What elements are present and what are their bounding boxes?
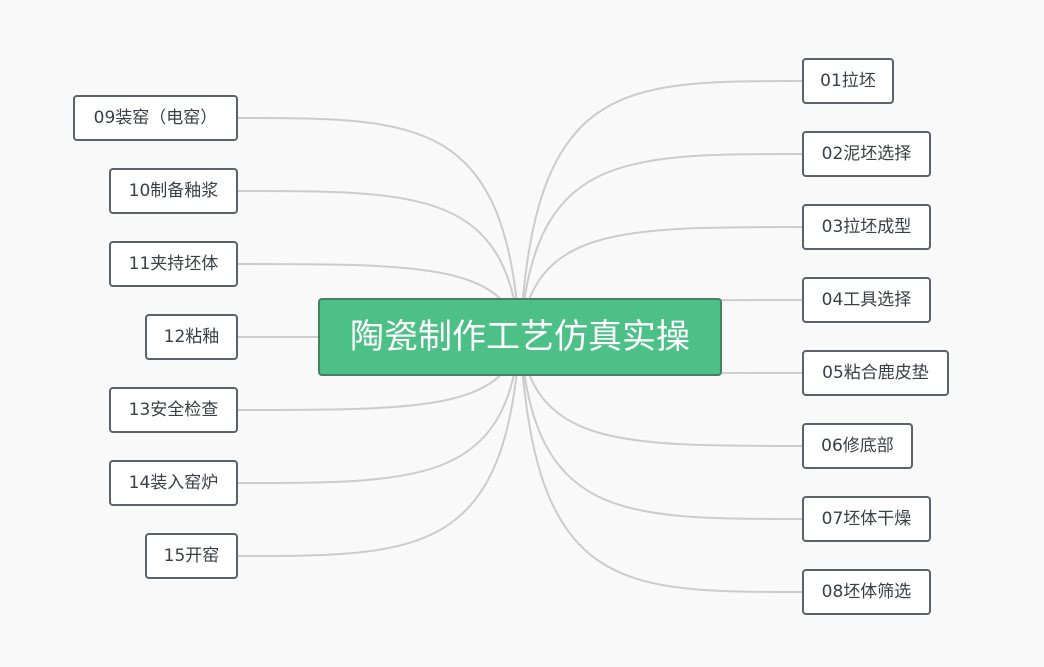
connector-right-1: [519, 80, 803, 338]
topic-11[interactable]: 11夹持坯体: [109, 241, 238, 287]
topic-08[interactable]: 08坯体筛选: [802, 569, 931, 615]
connector-left-2: [237, 190, 521, 338]
topic-02[interactable]: 02泥坯选择: [802, 131, 931, 177]
topic-06[interactable]: 06修底部: [802, 423, 913, 469]
topic-07[interactable]: 07坯体干燥: [802, 496, 931, 542]
topic-04[interactable]: 04工具选择: [802, 277, 931, 323]
topic-12[interactable]: 12粘釉: [145, 314, 238, 360]
connector-left-1: [237, 117, 521, 338]
topic-01[interactable]: 01拉坯: [802, 58, 894, 104]
topic-15[interactable]: 15开窑: [145, 533, 238, 579]
topic-03[interactable]: 03拉坯成型: [802, 204, 931, 250]
connector-right-2: [519, 153, 803, 338]
topic-05[interactable]: 05粘合鹿皮垫: [802, 350, 949, 396]
connector-right-8: [519, 336, 803, 593]
topic-10[interactable]: 10制备釉浆: [109, 168, 238, 214]
topic-13[interactable]: 13安全检查: [109, 387, 238, 433]
connector-right-7: [519, 336, 803, 520]
connector-left-6: [237, 336, 521, 484]
topic-09[interactable]: 09装窑（电窑）: [73, 95, 238, 141]
topic-14[interactable]: 14装入窑炉: [109, 460, 238, 506]
root-topic[interactable]: 陶瓷制作工艺仿真实操: [318, 298, 722, 376]
connector-left-7: [237, 336, 521, 557]
